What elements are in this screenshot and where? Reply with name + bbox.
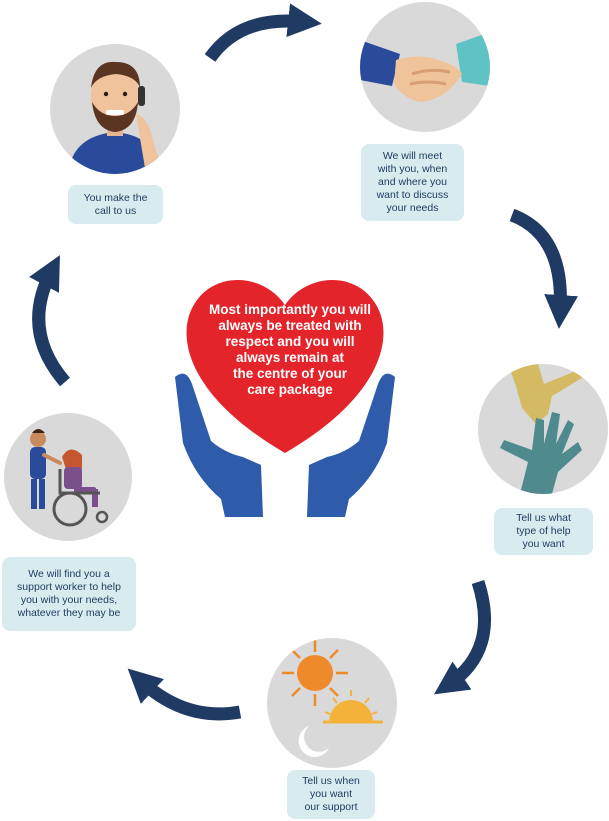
- handshake-icon: [360, 32, 490, 102]
- arrow-3-to-4: [433, 580, 491, 695]
- step-3-label: Tell us what type of help you want: [494, 508, 593, 555]
- heart-shape: [186, 279, 384, 453]
- arrow-5-to-1: [29, 255, 70, 387]
- helping-hands-icon: [500, 364, 582, 494]
- arrow-4-to-5: [127, 668, 242, 721]
- step-1-label: You make the call to us: [68, 185, 163, 224]
- left-hand: [175, 373, 263, 517]
- sun-moon-icon: [282, 640, 383, 757]
- wheelchair-carer-icon: [30, 429, 109, 527]
- step-4-label: Tell us when you want our support: [287, 770, 375, 819]
- center-message: Most importantly you will always be trea…: [208, 302, 371, 397]
- step-3-illustration: [478, 364, 608, 494]
- step-5-illustration: [4, 413, 132, 541]
- right-hand: [307, 373, 395, 517]
- step-2-illustration: [360, 2, 490, 132]
- step-2-label: We will meet with you, when and where yo…: [361, 144, 464, 221]
- step-1-illustration: [50, 44, 180, 174]
- arrow-2-to-3: [509, 208, 578, 329]
- step-5-label: We will find you a support worker to hel…: [2, 557, 136, 631]
- phone-call-man-icon: [68, 61, 164, 174]
- arrow-1-to-2: [204, 3, 322, 62]
- step-4-illustration: [267, 638, 397, 768]
- heart-in-hands-icon: [175, 279, 395, 517]
